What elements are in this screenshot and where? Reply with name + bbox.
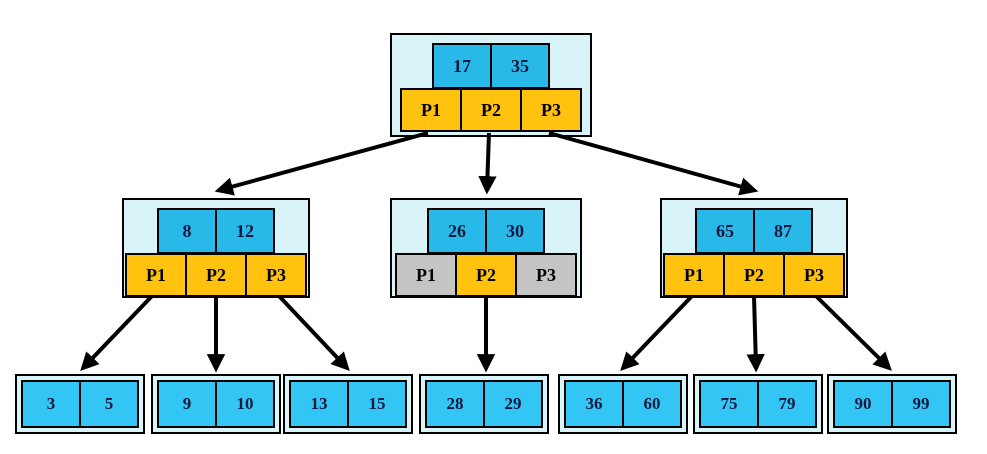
- key-cell: 30: [485, 208, 545, 254]
- pointer-cell: P3: [783, 253, 845, 297]
- pointer-cell: P2: [460, 88, 522, 132]
- leaf-value-cell: 29: [483, 380, 543, 428]
- leaf-node-28-29: 28 29: [419, 374, 549, 434]
- leaf-node-36-60: 36 60: [558, 374, 688, 434]
- root-node: 17 35 P1 P2 P3: [390, 33, 592, 137]
- leaf-node-3-5: 3 5: [15, 374, 145, 434]
- arrow-root-p3: [548, 131, 759, 196]
- leaf-node-9-10: 9 10: [151, 374, 281, 434]
- leaf-value-cell: 5: [79, 380, 139, 428]
- pointers-row: P1 P2 P3: [125, 253, 307, 297]
- pointers-row: P1 P2 P3: [663, 253, 845, 297]
- arrow-n3-p2: [746, 295, 765, 373]
- key-cell: 8: [157, 208, 217, 254]
- pointer-cell: P2: [723, 253, 785, 297]
- leaf-value-cell: 9: [157, 380, 217, 428]
- leaf-value-cell: 10: [215, 380, 275, 428]
- pointer-cell: P3: [520, 88, 582, 132]
- arrow-n1-p3: [277, 294, 350, 372]
- leaf-cells: 3 5: [21, 380, 139, 428]
- pointer-cell-inactive: P1: [395, 253, 457, 297]
- leaf-cells: 75 79: [699, 380, 817, 428]
- key-cell: 17: [432, 43, 492, 89]
- leaf-value-cell: 90: [833, 380, 893, 428]
- pointer-cell: P2: [185, 253, 247, 297]
- leaf-cells: 28 29: [425, 380, 543, 428]
- leaf-value-cell: 99: [891, 380, 951, 428]
- leaf-value-cell: 75: [699, 380, 759, 428]
- leaf-cells: 13 15: [289, 380, 407, 428]
- key-cell: 65: [695, 208, 755, 254]
- leaf-cells: 90 99: [833, 380, 951, 428]
- leaf-node-90-99: 90 99: [827, 374, 957, 434]
- leaf-value-cell: 13: [289, 380, 349, 428]
- pointer-cell: P3: [245, 253, 307, 297]
- leaf-value-cell: 60: [622, 380, 682, 428]
- leaf-node-13-15: 13 15: [283, 374, 413, 434]
- key-cell: 26: [427, 208, 487, 254]
- root-keys-row: 17 35: [432, 43, 550, 89]
- leaf-value-cell: 36: [564, 380, 624, 428]
- keys-row: 26 30: [427, 208, 545, 254]
- leaf-value-cell: 79: [757, 380, 817, 428]
- pointer-cell: P1: [663, 253, 725, 297]
- arrow-n1-p1: [80, 294, 154, 371]
- arrow-root-p2: [478, 132, 497, 195]
- keys-row: 65 87: [695, 208, 813, 254]
- pointer-cell: P1: [400, 88, 462, 132]
- arrow-n3-p1: [620, 294, 694, 371]
- leaf-value-cell: 15: [347, 380, 407, 428]
- leaf-node-75-79: 75 79: [693, 374, 823, 434]
- key-cell: 12: [215, 208, 275, 254]
- key-cell: 87: [753, 208, 813, 254]
- pointers-row: P1 P2 P3: [395, 253, 577, 297]
- internal-node-26-30: 26 30 P1 P2 P3: [390, 198, 582, 298]
- pointer-cell-inactive: P3: [515, 253, 577, 297]
- leaf-cells: 36 60: [564, 380, 682, 428]
- pointer-cell: P2: [455, 253, 517, 297]
- pointer-cell: P1: [125, 253, 187, 297]
- arrow-n3-p3: [814, 294, 892, 371]
- root-pointers-row: P1 P2 P3: [400, 88, 582, 132]
- leaf-cells: 9 10: [157, 380, 275, 428]
- leaf-value-cell: 28: [425, 380, 485, 428]
- internal-node-65-87: 65 87 P1 P2 P3: [660, 198, 848, 298]
- key-cell: 35: [490, 43, 550, 89]
- keys-row: 8 12: [157, 208, 275, 254]
- leaf-value-cell: 3: [21, 380, 81, 428]
- internal-node-8-12: 8 12 P1 P2 P3: [122, 198, 310, 298]
- arrow-root-p1: [214, 131, 429, 196]
